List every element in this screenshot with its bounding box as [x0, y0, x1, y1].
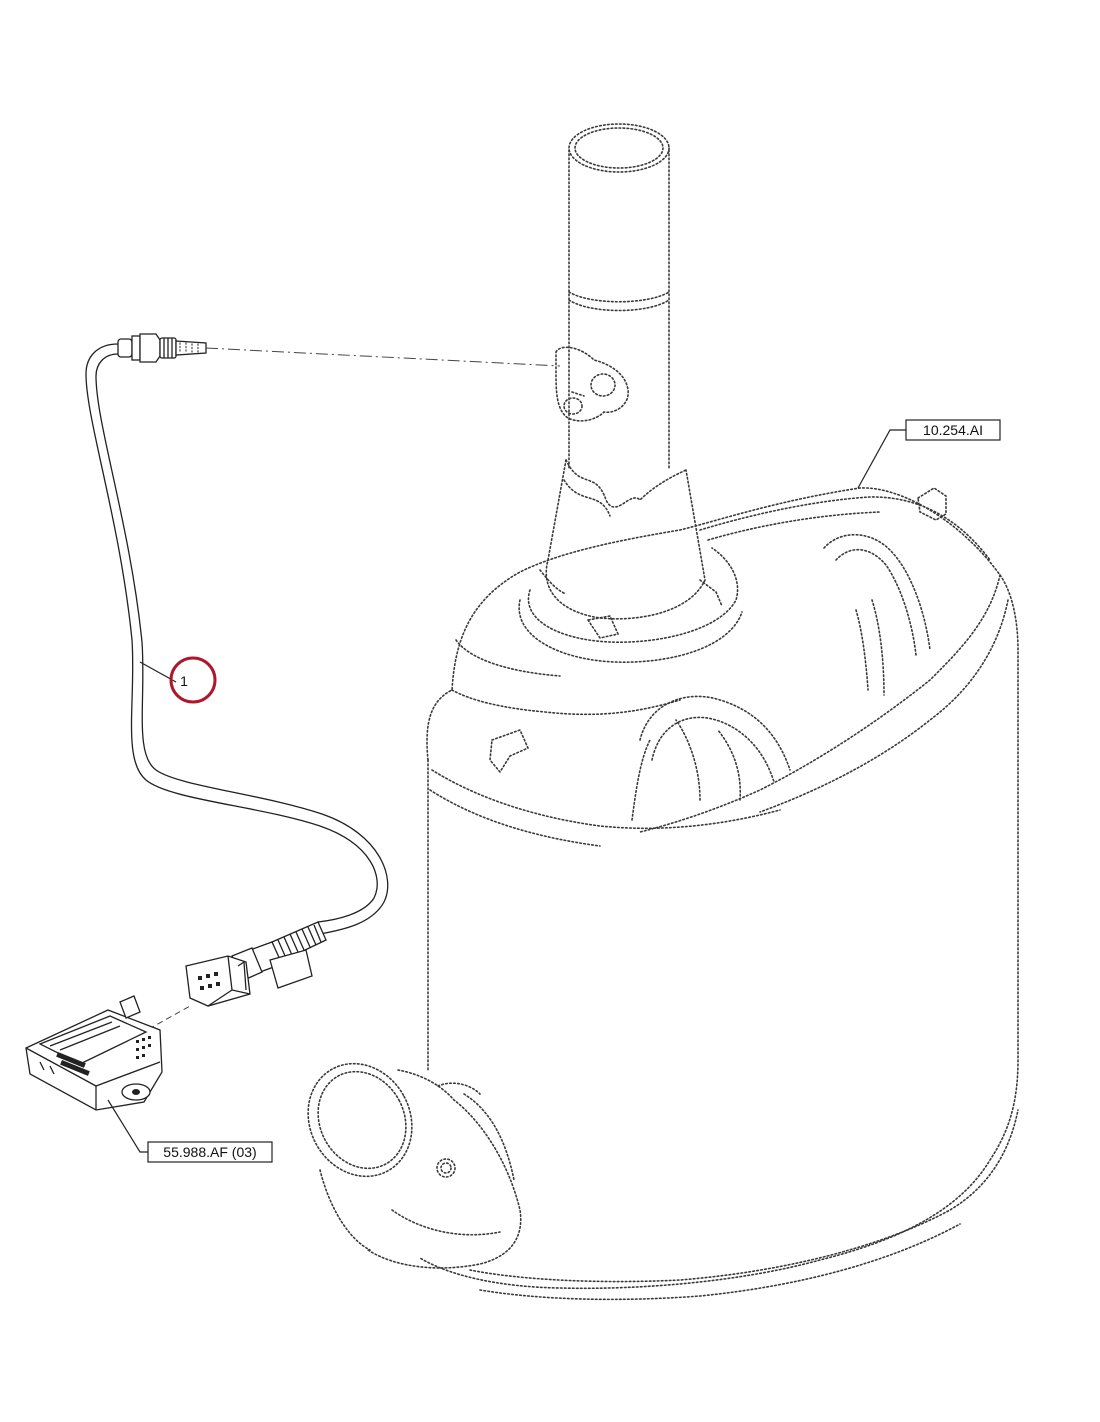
tank-reference-label: 10.254.AI [857, 419, 1001, 489]
module-reference-text: 55.988.AF (03) [163, 1144, 256, 1160]
control-module [25, 995, 163, 1111]
harness-plug [185, 955, 251, 1007]
tank-reference-box [905, 419, 1001, 441]
connector-boot [231, 921, 327, 989]
outlet-elbow [307, 1062, 522, 1269]
callout-number: 1 [180, 673, 188, 689]
lambda-sensor-probe [117, 333, 207, 363]
sensor-harness [85, 333, 561, 1035]
exhaust-tank [419, 487, 1019, 1301]
module-reference-box [147, 1141, 273, 1163]
tank-reference-text: 10.254.AI [923, 422, 983, 438]
inlet-pipe [518, 123, 743, 663]
callout-highlight-circle[interactable] [169, 656, 217, 704]
item-callout[interactable]: 1 [139, 656, 217, 704]
module-reference-label: 55.988.AF (03) [107, 1099, 273, 1163]
